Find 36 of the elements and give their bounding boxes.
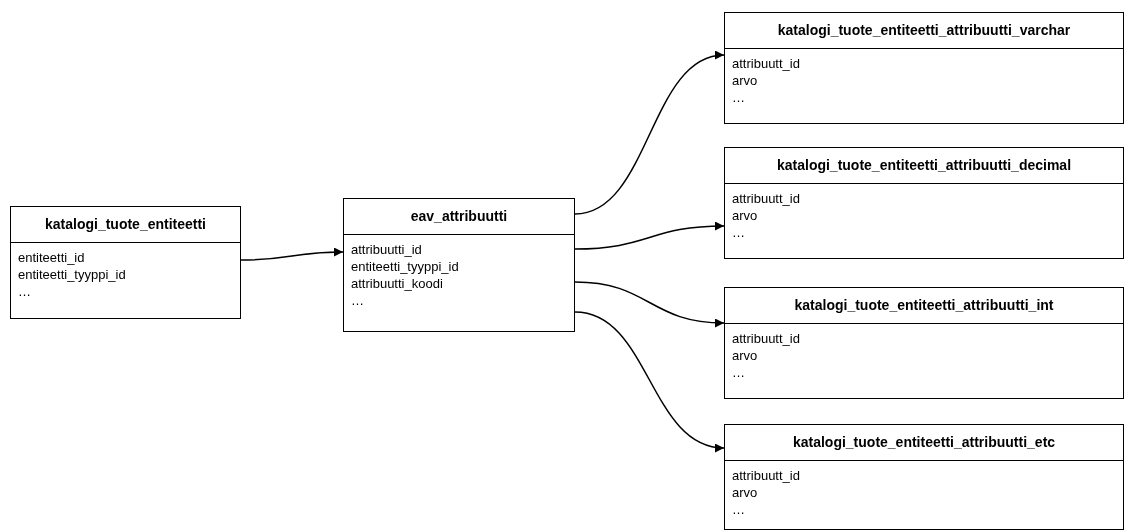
column-name: arvo [731,484,759,501]
column-name: … [350,292,365,309]
table-box [724,147,1124,259]
column-name: attribuutti_id [350,241,423,258]
column-name: attribuutt_id [731,467,801,484]
arrow [574,52,725,215]
column-name: … [731,501,746,518]
column-name: entiteetti_tyyppi_id [17,266,127,283]
table-name: katalogi_tuote_entiteetti_attribuutti_decimal [725,148,1123,184]
column-name: arvo [731,347,759,364]
arrow [574,311,725,452]
table-box [724,424,1124,530]
column-name: attribuutt_id [731,330,801,347]
column-name: attribuutti_koodi [350,275,444,292]
table-box [724,287,1124,399]
table-box [724,12,1124,124]
table-name: katalogi_tuote_entiteetti_attribuutti_int [725,288,1123,324]
arrow [574,281,725,328]
table-box [343,198,575,332]
column-name: … [17,283,32,300]
arrow [240,247,344,261]
column-name: … [731,224,746,241]
column-name: … [731,364,746,381]
table-name: eav_attribuutti [344,199,574,235]
table-box [10,206,241,319]
column-name: entiteetti_id [17,249,86,266]
table-name: katalogi_tuote_entiteetti_attribuutti_etc [725,425,1123,461]
column-name: arvo [731,72,759,89]
column-name: entiteetti_tyyppi_id [350,258,460,275]
arrow [574,221,725,250]
column-name: arvo [731,207,759,224]
column-name: attribuutt_id [731,55,801,72]
table-name: katalogi_tuote_entiteetti_attribuutti_varchar [725,13,1123,49]
table-name: katalogi_tuote_entiteetti [11,207,240,243]
column-name: attribuutt_id [731,190,801,207]
column-name: … [731,89,746,106]
